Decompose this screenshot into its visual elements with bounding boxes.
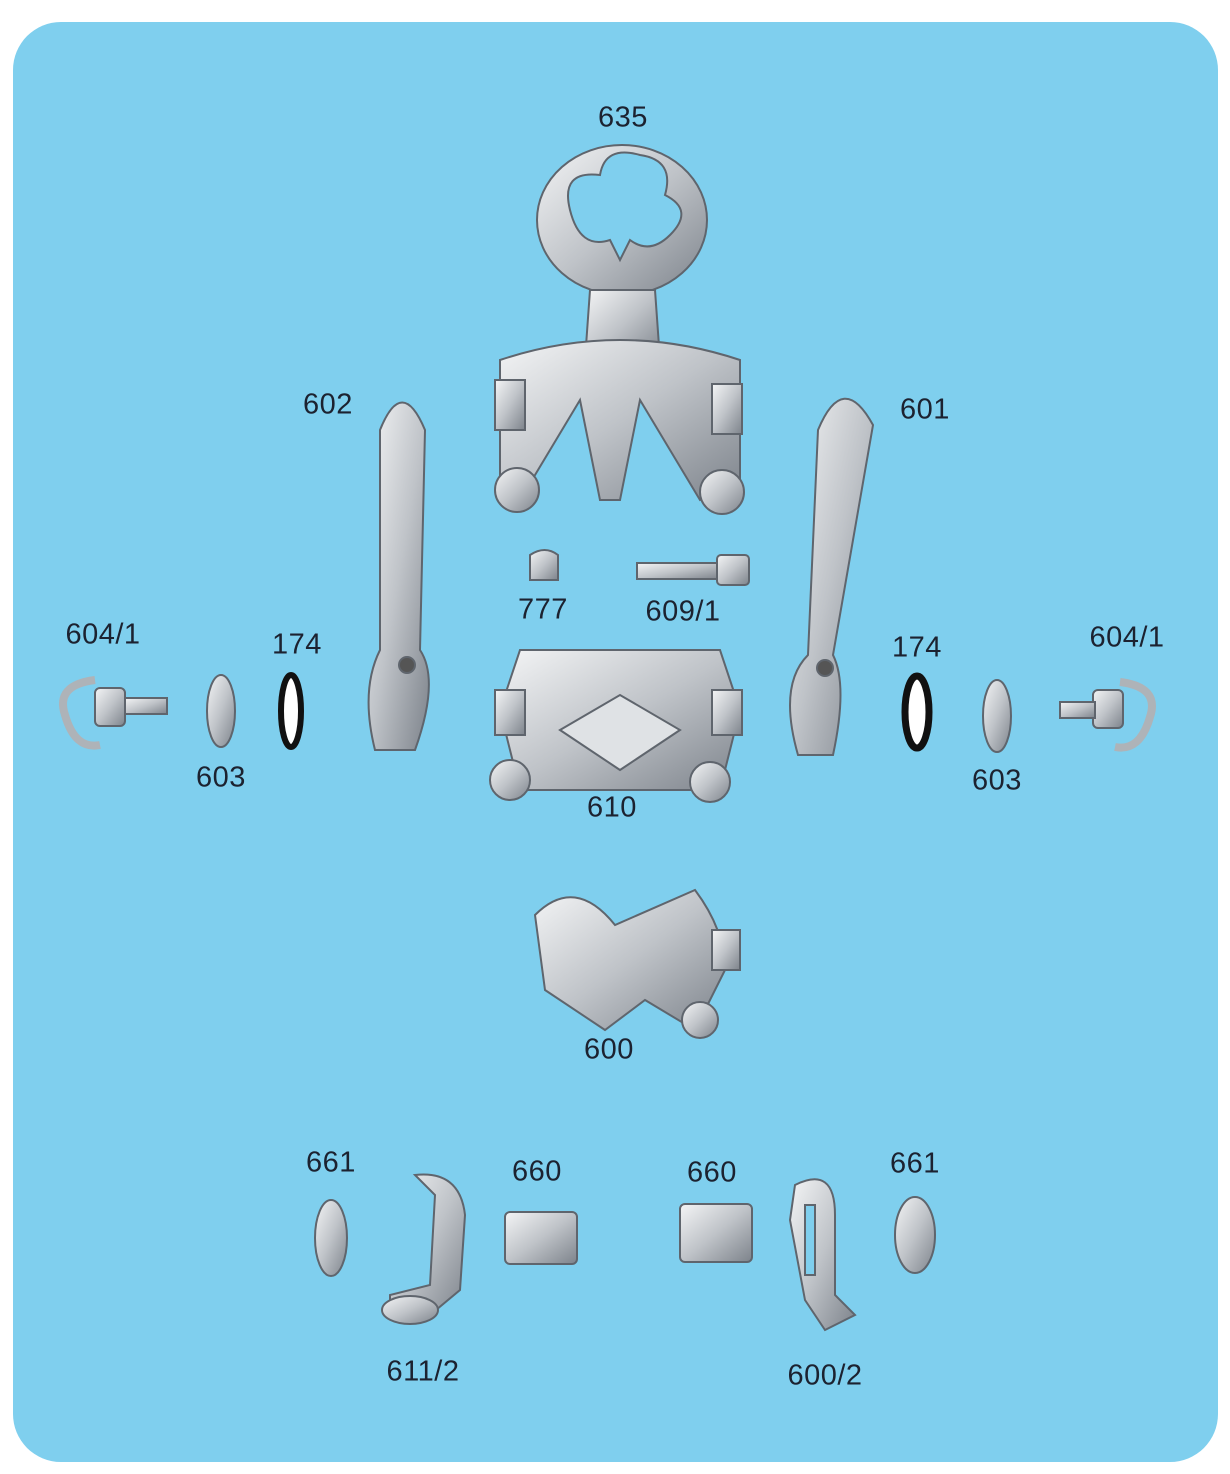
- part-601-right-lever: [789, 397, 875, 756]
- part-label-602: 602: [303, 388, 353, 421]
- part-174-right-black-washer: [901, 672, 933, 752]
- part-label-600: 600: [584, 1033, 634, 1066]
- part-label-174-left: 174: [272, 628, 322, 661]
- part-602-left-lever: [367, 401, 430, 751]
- part-label-611-2: 611/2: [386, 1355, 460, 1388]
- part-603-right-washer: [982, 679, 1012, 753]
- part-label-777: 777: [518, 593, 568, 626]
- part-661-left-spacer: [314, 1199, 348, 1277]
- part-label-604-1-right: 604/1: [1089, 621, 1165, 654]
- part-660-right-insert: [679, 1203, 753, 1263]
- part-label-610: 610: [587, 791, 637, 824]
- part-611-2-left-stop: [381, 1173, 467, 1325]
- part-label-601: 601: [900, 393, 950, 426]
- part-604-1-right-d-ring-bolt: [1059, 678, 1156, 752]
- part-174-left-black-washer: [278, 672, 304, 750]
- part-635-clamp-with-cage: [494, 144, 745, 515]
- part-label-635: 635: [598, 101, 648, 134]
- part-609-1-screw: [636, 554, 750, 586]
- part-label-661-left: 661: [306, 1146, 356, 1179]
- part-610-boss-clamp: [489, 649, 743, 803]
- part-label-600-2: 600/2: [787, 1359, 863, 1392]
- part-label-604-1-left: 604/1: [65, 618, 141, 651]
- part-label-603-right: 603: [972, 764, 1022, 797]
- part-600-band-clamp: [533, 888, 741, 1039]
- part-604-1-left-d-ring-bolt: [59, 676, 168, 750]
- part-661-right-spacer: [894, 1196, 936, 1274]
- part-600-2-right-stop: [788, 1178, 857, 1332]
- part-777-nut: [529, 549, 559, 581]
- part-label-660-left: 660: [512, 1155, 562, 1188]
- part-label-661-right: 661: [890, 1147, 940, 1180]
- part-660-left-insert: [504, 1211, 578, 1265]
- part-603-left-washer: [206, 674, 236, 748]
- part-label-609-1: 609/1: [645, 595, 721, 628]
- part-label-660-right: 660: [687, 1156, 737, 1189]
- part-label-174-right: 174: [892, 631, 942, 664]
- part-label-603-left: 603: [196, 761, 246, 794]
